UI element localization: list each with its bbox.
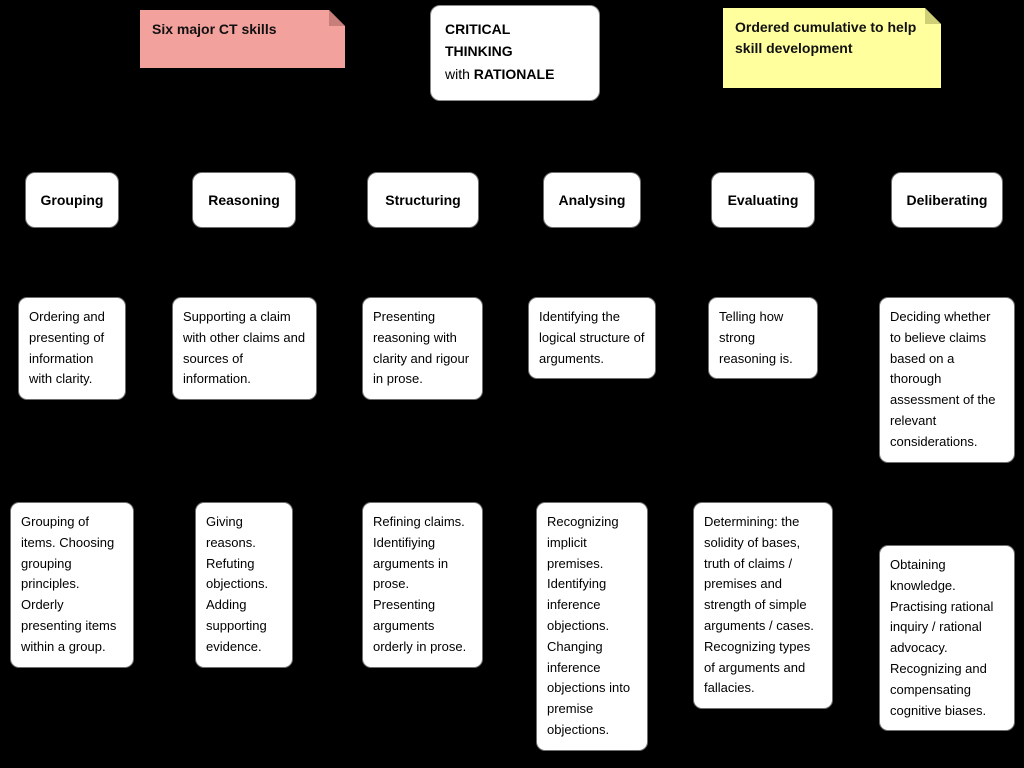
- sticky-note-fold-icon: [329, 10, 345, 26]
- title-line-3: with RATIONALE: [445, 63, 585, 85]
- skill-definition-deliberating: Deciding whether to believe claims based…: [879, 297, 1015, 463]
- title-line-2: THINKING: [445, 43, 513, 60]
- skill-details-reasoning: Giving reasons. Refuting objections. Add…: [195, 502, 293, 668]
- sticky-note-fold-icon: [925, 8, 941, 24]
- skill-header-analysing: Analysing: [543, 172, 641, 228]
- skill-header-structuring: Structuring: [367, 172, 479, 228]
- title-line-3-bold: RATIONALE: [473, 65, 555, 82]
- skill-definition-structuring: Presenting reasoning with clarity and ri…: [362, 297, 483, 401]
- skill-definition-evaluating: Telling how strong reasoning is.: [708, 297, 818, 380]
- sticky-note-development: Ordered cumulative to help skill develop…: [723, 8, 941, 88]
- title-line-3-regular: with: [445, 65, 470, 82]
- title-line-1: CRITICAL: [445, 21, 511, 37]
- skill-header-deliberating: Deliberating: [891, 172, 1003, 228]
- skill-details-evaluating: Determining: the solidity of bases, trut…: [693, 502, 833, 710]
- skill-details-structuring: Refining claims. Identifiying arguments …: [362, 502, 483, 668]
- skill-details-grouping: Grouping of items. Choosing grouping pri…: [10, 502, 134, 668]
- skill-header-reasoning: Reasoning: [192, 172, 296, 228]
- skill-header-evaluating: Evaluating: [711, 172, 815, 228]
- skill-details-analysing: Recognizing implicit premises. Identifyi…: [536, 502, 648, 751]
- skill-header-grouping: Grouping: [25, 172, 119, 228]
- skill-definition-reasoning: Supporting a claim with other claims and…: [172, 297, 317, 401]
- sticky-note-development-label: Ordered cumulative to help skill develop…: [735, 19, 917, 56]
- skill-definition-analysing: Identifying the logical structure of arg…: [528, 297, 656, 380]
- sticky-note-skills-label: Six major CT skills: [152, 21, 277, 37]
- sticky-note-skills: Six major CT skills: [140, 10, 345, 68]
- skill-definition-grouping: Ordering and presenting of information w…: [18, 297, 126, 401]
- title-box: CRITICAL THINKING with RATIONALE: [430, 5, 600, 101]
- skill-details-deliberating: Obtaining knowledge. Practising rational…: [879, 545, 1015, 732]
